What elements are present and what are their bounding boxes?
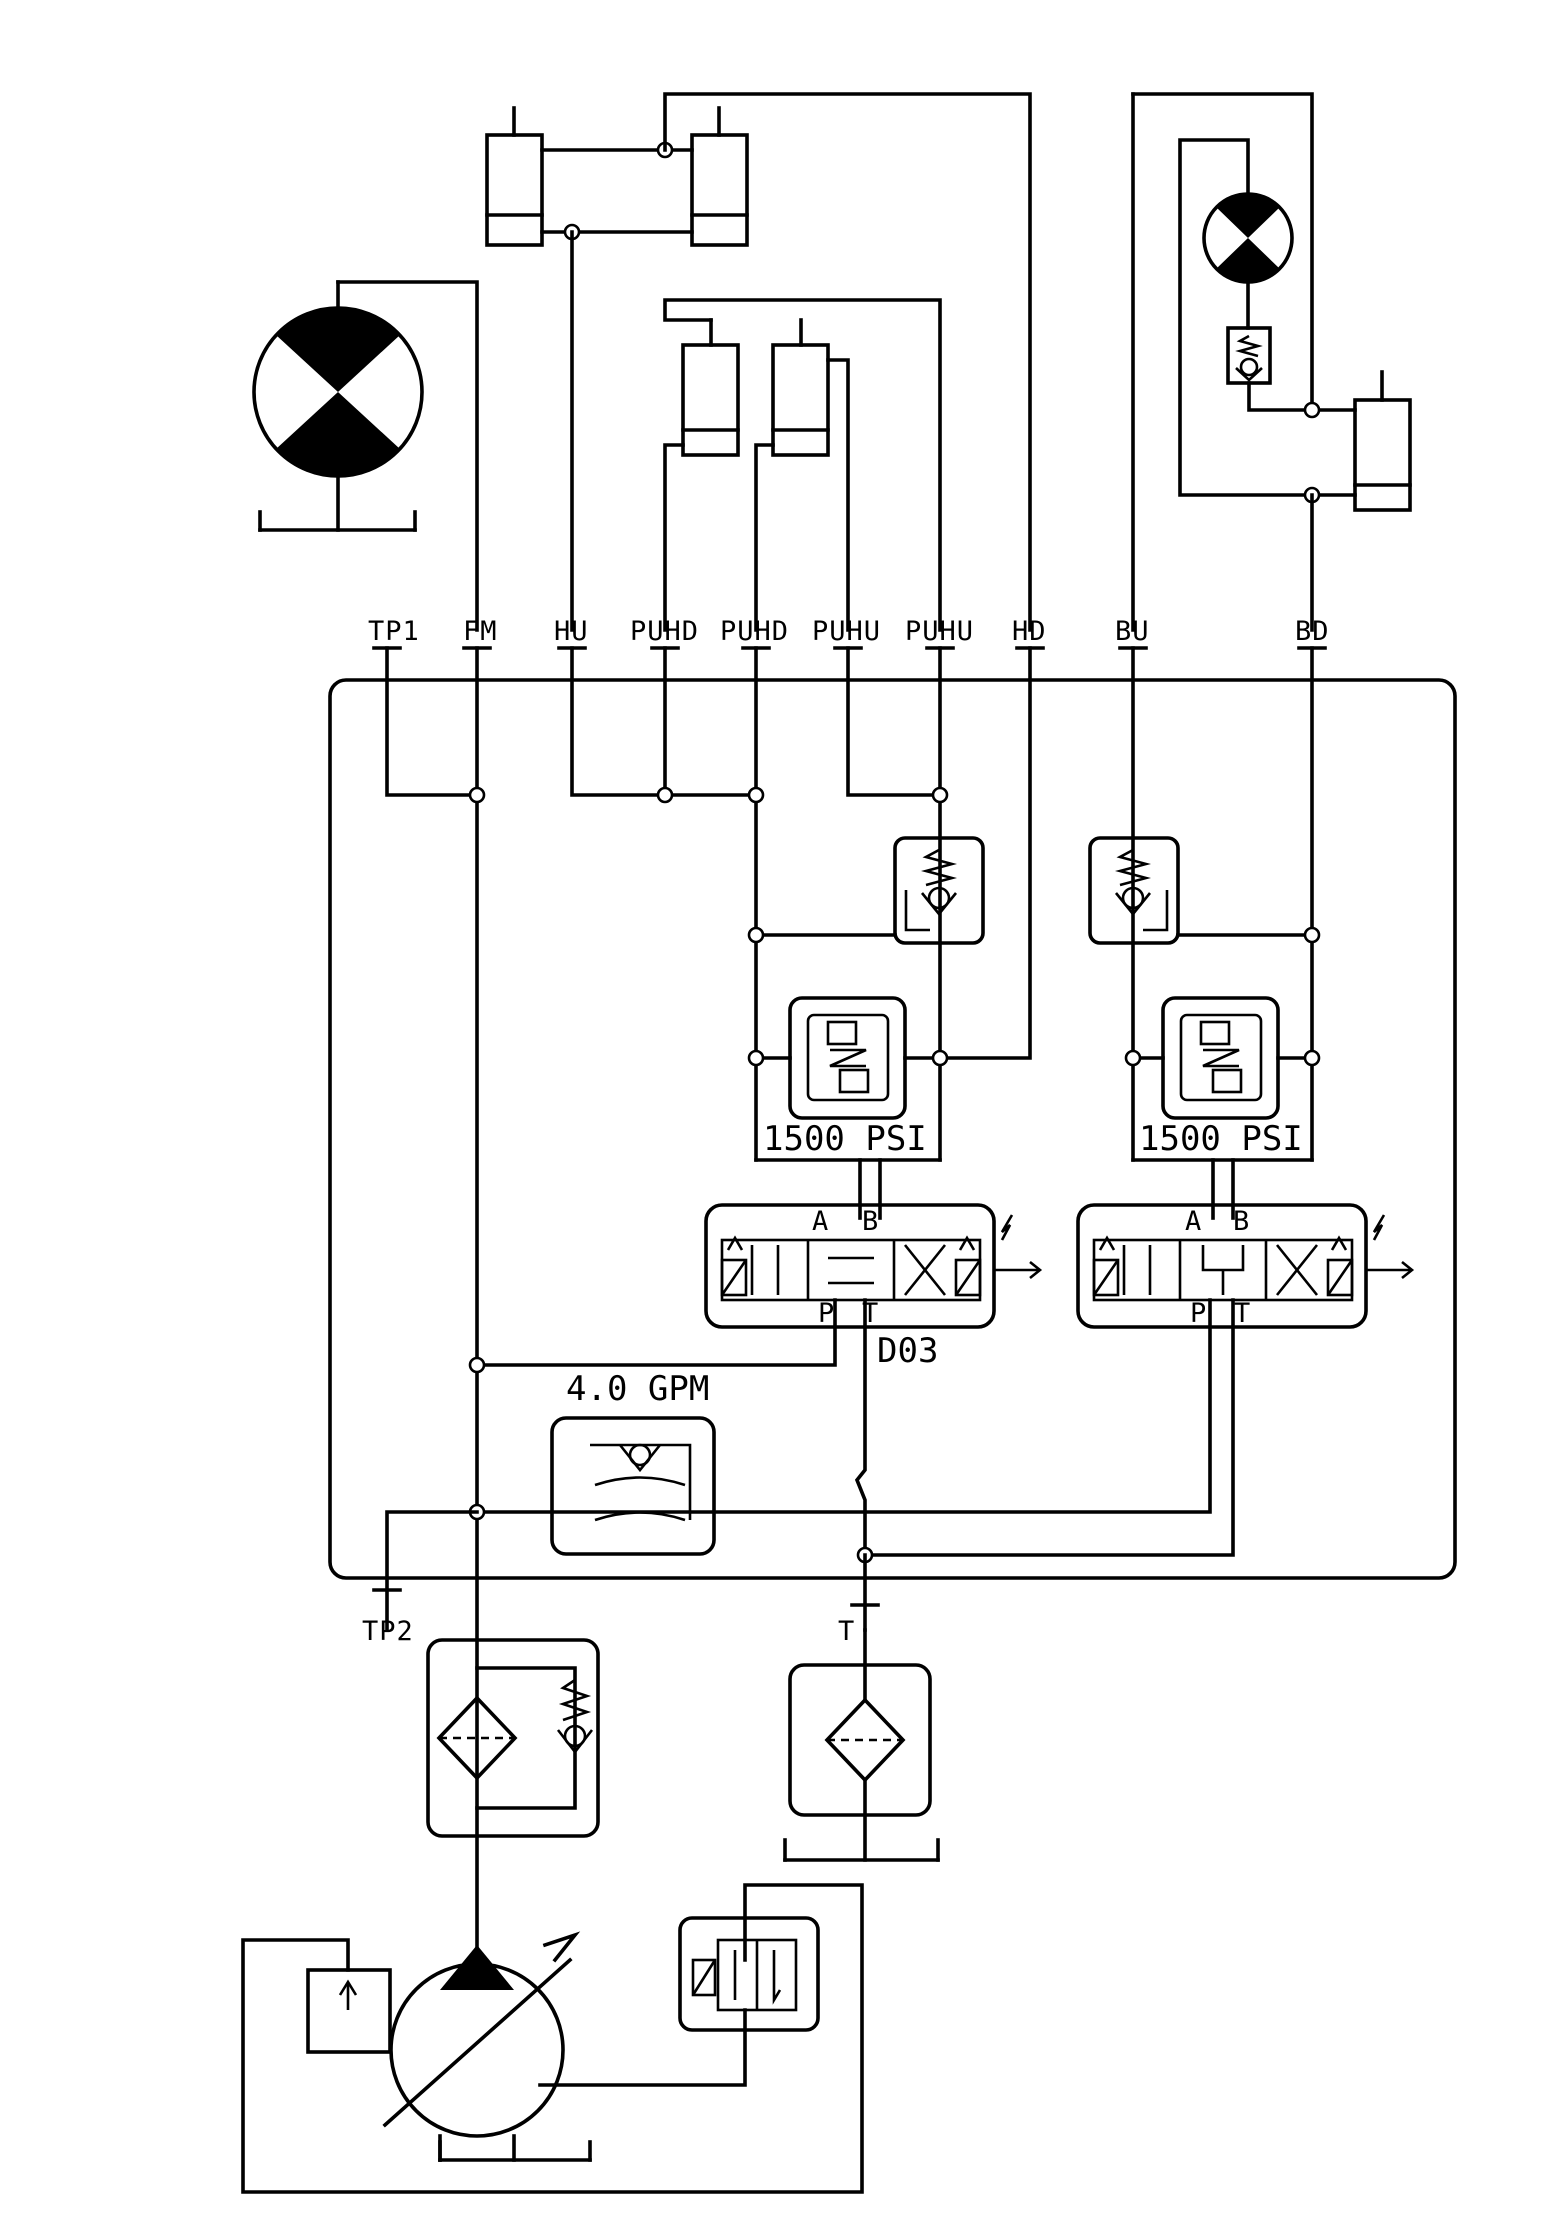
port-tp2: TP2 (362, 1588, 414, 1647)
port-label-bd: BD (1295, 616, 1330, 647)
junction-dot (656, 786, 674, 804)
junction-dot (931, 786, 949, 804)
directional-valve-left: A B P T (704, 1203, 1043, 1329)
valve-right-port-p: P (1190, 1298, 1207, 1329)
pump-compensator (306, 1968, 392, 2054)
port-label-puhd-1: PUHD (630, 616, 699, 647)
pilot-solenoid-valve (678, 1916, 820, 2032)
cylinder-hu-left (485, 106, 544, 247)
valve-type-label: D03 (877, 1331, 938, 1371)
relief-valve-right (1161, 996, 1280, 1120)
relief-pressure-left: 1500 PSI (763, 1119, 927, 1159)
port-label-t: T (838, 1616, 855, 1647)
hydraulic-motor-large (252, 280, 424, 532)
port-puhd-2: PUHD (720, 616, 789, 650)
flow-control-valve (550, 1416, 716, 1556)
directional-valve-right: A B P T (1076, 1203, 1415, 1329)
return-filter (783, 1628, 940, 1862)
pilot-check-valve-left (893, 836, 985, 945)
port-puhu-2: PUHU (905, 616, 974, 650)
manifold-block (328, 678, 1457, 1580)
port-label-fm: FM (463, 616, 498, 647)
junction-dot (747, 786, 765, 804)
port-label-hd: HD (1012, 616, 1047, 647)
port-hu: HU (554, 616, 589, 650)
cylinder-puh-right (771, 318, 830, 457)
pressure-filter (426, 1638, 600, 1838)
valve-left-port-b: B (862, 1206, 879, 1237)
port-hd: HD (1012, 616, 1047, 650)
port-label-hu: HU (554, 616, 589, 647)
junction-dot (1303, 926, 1321, 944)
valve-right-port-b: B (1233, 1206, 1250, 1237)
port-label-tp2: TP2 (362, 1616, 414, 1647)
junction-dot (468, 1356, 486, 1374)
check-valve-small (1226, 326, 1272, 385)
port-puhu-1: PUHU (812, 616, 881, 650)
port-tp1: TP1 (368, 616, 420, 650)
junction-dot (747, 926, 765, 944)
junction-dot (1303, 1049, 1321, 1067)
junction-dot (1303, 401, 1321, 419)
cylinder-hu-right (690, 106, 749, 247)
pilot-check-valve-right (1088, 836, 1180, 945)
valve-left-port-p: P (818, 1298, 835, 1329)
cylinder-puh-left (681, 318, 740, 457)
port-label-puhd-2: PUHD (720, 616, 789, 647)
port-t: T (838, 1603, 880, 1647)
port-label-puhu-2: PUHU (905, 616, 974, 647)
port-label-puhu-1: PUHU (812, 616, 881, 647)
valve-right-port-t: T (1234, 1298, 1251, 1329)
junction-dot (747, 1049, 765, 1067)
junction-dot (1124, 1049, 1142, 1067)
port-label-tp1: TP1 (368, 616, 420, 647)
hydraulic-motor-small (1202, 192, 1294, 284)
junction-dot (468, 786, 486, 804)
relief-valve-left (788, 996, 907, 1120)
valve-right-port-a: A (1185, 1206, 1202, 1237)
flow-rating-label: 4.0 GPM (566, 1369, 709, 1409)
variable-pump (382, 1931, 592, 2162)
relief-pressure-right: 1500 PSI (1139, 1119, 1303, 1159)
port-fm: FM (462, 616, 498, 650)
cylinder-b (1353, 370, 1412, 512)
port-bd: BD (1295, 616, 1330, 650)
port-bu: BU (1115, 616, 1150, 650)
port-label-bu: BU (1115, 616, 1150, 647)
junction-dot (931, 1049, 949, 1067)
valve-left-port-a: A (812, 1206, 829, 1237)
port-puhd-1: PUHD (630, 616, 699, 650)
